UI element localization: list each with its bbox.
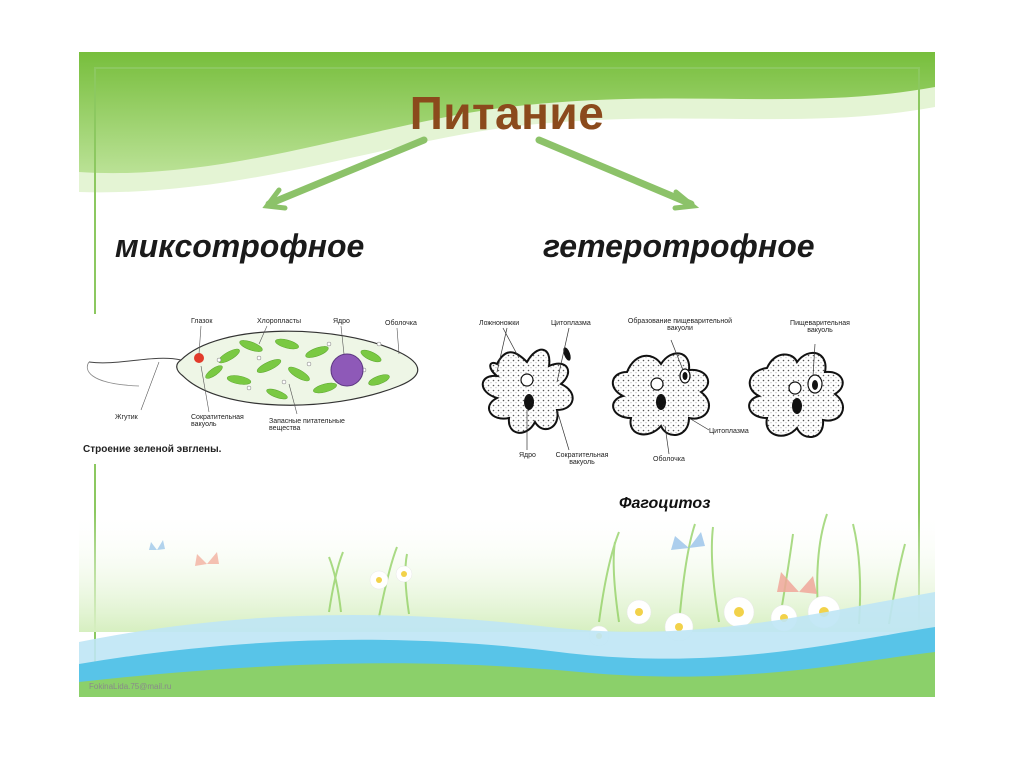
label-envelope: Оболочка: [385, 320, 417, 327]
amoeba-drawing: [481, 327, 844, 455]
label-chloroplasts: Хлоропласты: [257, 318, 302, 325]
butterflies: [149, 532, 817, 594]
euglena-drawing: [86, 325, 419, 415]
chloroplasts: [205, 338, 390, 400]
top-banner: [79, 52, 935, 182]
euglena-caption: Строение зеленой эвглены.: [83, 444, 222, 455]
slide-title: Питание: [409, 87, 605, 139]
amoeba-1: [481, 348, 574, 434]
flagellum: [88, 357, 182, 364]
euglena-body: [176, 330, 419, 406]
amoeba-3: [748, 351, 844, 438]
slide: Питание миксотрофное гетеротрофное: [79, 52, 935, 697]
author-email: FokinaLida.75@mail.ru: [89, 682, 172, 691]
arrows: [262, 136, 700, 211]
phagocytosis-caption: Фагоцитоз: [619, 495, 711, 512]
grass: [328, 513, 906, 625]
label-nucleus-amoeba: Ядро: [519, 452, 536, 459]
label-vacuole-formation: Образование пищеварительной вакуоли: [627, 318, 733, 332]
heterotrophic-heading: гетеротрофное: [543, 228, 815, 264]
euglena-figure: Глазок Хлоропласты Ядро Оболочка Жгутик …: [79, 314, 437, 464]
label-eyespot: Глазок: [191, 318, 213, 325]
label-cytoplasm-2: Цитоплазма: [709, 428, 749, 435]
top-banner-light: [79, 87, 935, 193]
mixotrophic-heading: миксотрофное: [115, 228, 365, 264]
label-flagellum: Жгутик: [115, 414, 138, 421]
eyespot: [194, 353, 204, 363]
label-digestive-vacuole: Пищеварительная вакуоль: [790, 320, 850, 334]
nucleus: [330, 353, 364, 387]
label-contractile-vacuole: Сократительная вакуоль: [191, 414, 244, 428]
wave-green: [79, 652, 935, 697]
amoeba-figure: Ложноножки Цитоплазма Образование пищева…: [457, 314, 877, 482]
label-cytoplasm: Цитоплазма: [551, 320, 591, 327]
label-contractile-vacuole-amoeba: Сократительная вакуоль: [555, 452, 609, 466]
label-envelope-amoeba: Оболочка: [653, 456, 685, 463]
slide-background: [79, 52, 935, 697]
label-nucleus: Ядро: [333, 318, 350, 325]
label-stored-nutrients: Запасные питательные вещества: [269, 418, 345, 432]
label-pseudopods: Ложноножки: [479, 320, 520, 327]
